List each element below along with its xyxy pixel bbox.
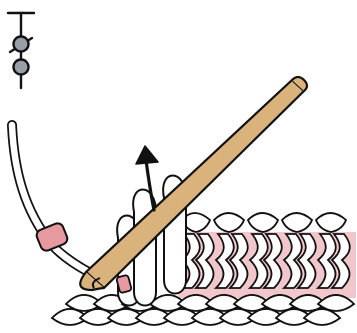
symbol-marker-top (14, 37, 29, 52)
symbol-marker-bottom (14, 60, 29, 75)
double-crochet-symbol (8, 13, 34, 88)
base-chain-row (52, 295, 354, 325)
working-yarn (12, 125, 100, 278)
completed-stitches (178, 213, 356, 298)
